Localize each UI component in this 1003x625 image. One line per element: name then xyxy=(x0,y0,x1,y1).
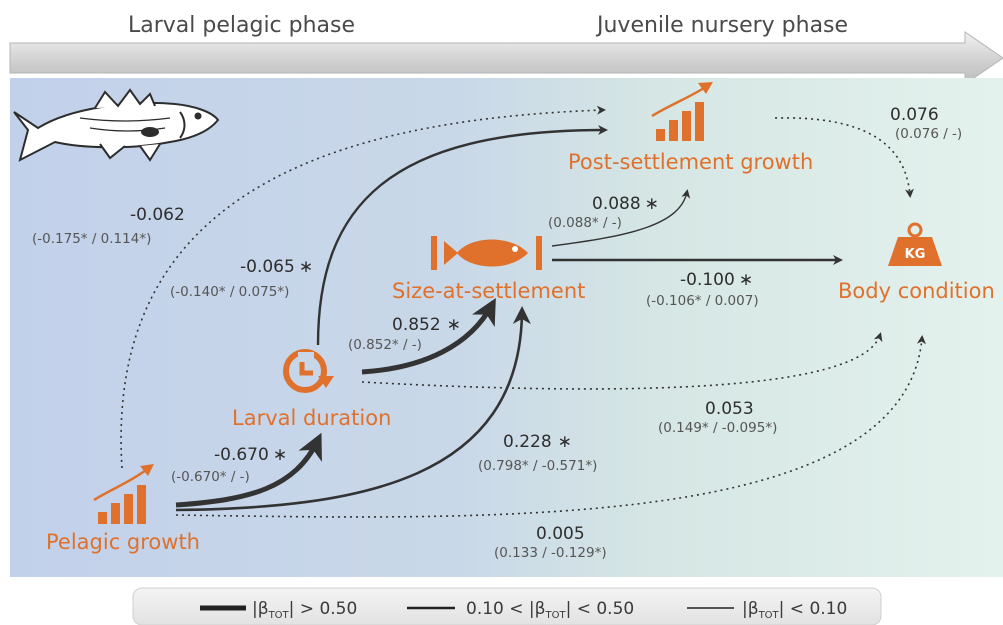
edge-ld-to-size xyxy=(361,297,496,375)
legend-label-weak: |βTOT| < 0.10 xyxy=(742,599,847,621)
legend-item-weak: |βTOT| < 0.10 xyxy=(687,599,847,621)
edge-ld-to-post-settlement xyxy=(316,125,608,346)
legend-label-strong: |βTOT| > 0.50 xyxy=(252,599,357,621)
diagram-panel xyxy=(10,78,1003,577)
label-ss-ps-detail: (0.088* / -) xyxy=(548,215,622,231)
growth-chart-icon xyxy=(93,464,154,524)
label-pg-ld-detail: (-0.670* / -) xyxy=(171,469,250,485)
clock-cycle-icon xyxy=(283,349,334,393)
kg-weight-icon: KG xyxy=(888,222,942,266)
fish-measure-icon xyxy=(431,236,542,270)
label-pg-ld-total: -0.670∗ xyxy=(214,445,287,465)
legend-item-medium: 0.10 < |βTOT| < 0.50 xyxy=(407,599,634,621)
edge-pg-to-ld xyxy=(175,432,322,508)
edge-pg-to-size xyxy=(175,306,531,512)
node-pelagic-growth: Pelagic growth xyxy=(46,530,200,554)
sea-bass-illustration xyxy=(13,88,220,162)
edge-pg-to-post-settlement xyxy=(120,105,606,469)
legend-box xyxy=(132,587,882,625)
label-ld-ss-detail: (0.852* / -) xyxy=(348,337,422,353)
node-body-condition: Body condition xyxy=(838,279,995,303)
larval-phase-label: Larval pelagic phase xyxy=(128,13,355,38)
label-ss-ps-total: 0.088∗ xyxy=(592,194,659,214)
label-pg-ss-total: 0.228∗ xyxy=(503,432,572,452)
kg-label: KG xyxy=(905,247,926,262)
label-pg-bc-total: 0.005 xyxy=(536,524,585,544)
edge-size-to-post-settlement xyxy=(551,189,691,247)
growth-chart-icon-2 xyxy=(651,82,713,141)
label-pg-ps-total: -0.062 xyxy=(130,205,185,225)
node-larval-duration: Larval duration xyxy=(232,406,391,430)
label-ld-ps-total: -0.065∗ xyxy=(240,257,313,277)
node-size-at-settlement: Size-at-settlement xyxy=(392,279,585,303)
label-pg-ps-detail: (-0.175* / 0.114*) xyxy=(32,231,151,247)
legend-item-strong: |βTOT| > 0.50 xyxy=(200,599,357,621)
label-ps-bc-total: 0.076 xyxy=(890,105,939,125)
label-pg-ss-detail: (0.798* / -0.571*) xyxy=(478,458,597,474)
label-ss-bc-detail: (-0.106* / 0.007) xyxy=(646,293,759,309)
label-ss-bc-total: -0.100∗ xyxy=(680,270,753,290)
label-ps-bc-detail: (0.076 / -) xyxy=(895,126,962,142)
label-ld-ps-detail: (-0.140* / 0.075*) xyxy=(170,284,289,300)
juvenile-phase-label: Juvenile nursery phase xyxy=(595,13,848,38)
legend-label-medium: 0.10 < |βTOT| < 0.50 xyxy=(466,599,634,621)
node-post-settlement-growth: Post-settlement growth xyxy=(568,150,813,174)
phase-timeline-arrow xyxy=(9,31,1003,85)
label-ld-ss-total: 0.852∗ xyxy=(392,315,461,335)
edge-pg-to-body-condition xyxy=(175,335,926,518)
label-pg-bc-detail: (0.133 / -0.129*) xyxy=(494,545,607,561)
label-ld-bc-total: 0.053 xyxy=(705,399,754,419)
label-ld-bc-detail: (0.149* / -0.095*) xyxy=(658,420,777,436)
